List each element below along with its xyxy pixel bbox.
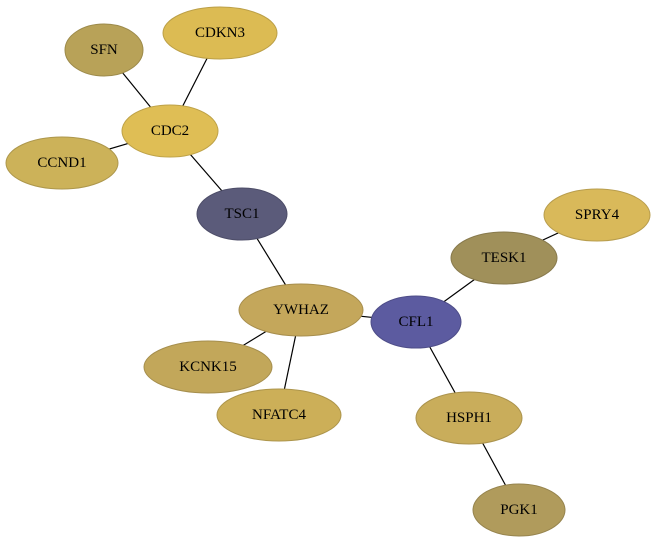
node-tesk1[interactable]: TESK1 bbox=[450, 231, 558, 285]
node-shape bbox=[143, 340, 273, 394]
node-cfl1[interactable]: CFL1 bbox=[370, 295, 462, 349]
node-label: CDC2 bbox=[151, 123, 189, 139]
node-shape bbox=[162, 6, 278, 60]
node-tsc1[interactable]: TSC1 bbox=[196, 187, 288, 241]
node-shape bbox=[121, 104, 219, 158]
node-label: SPRY4 bbox=[575, 207, 620, 223]
node-sfn[interactable]: SFN bbox=[64, 23, 144, 77]
node-shape bbox=[5, 136, 119, 190]
node-label: TSC1 bbox=[224, 206, 259, 222]
node-label: KCNK15 bbox=[179, 359, 237, 375]
node-label: CDKN3 bbox=[195, 25, 245, 41]
node-spry4[interactable]: SPRY4 bbox=[543, 188, 651, 242]
node-label: NFATC4 bbox=[252, 407, 306, 423]
node-shape bbox=[196, 187, 288, 241]
node-label: CFL1 bbox=[398, 314, 433, 330]
node-ccnd1[interactable]: CCND1 bbox=[5, 136, 119, 190]
node-label: YWHAZ bbox=[273, 302, 329, 318]
node-shape bbox=[450, 231, 558, 285]
node-cdc2[interactable]: CDC2 bbox=[121, 104, 219, 158]
node-shape bbox=[238, 283, 364, 337]
node-shape bbox=[370, 295, 462, 349]
node-shape bbox=[472, 483, 566, 537]
node-label: TESK1 bbox=[482, 250, 527, 266]
node-shape bbox=[216, 388, 342, 442]
node-label: CCND1 bbox=[37, 155, 86, 171]
node-kcnk15[interactable]: KCNK15 bbox=[143, 340, 273, 394]
node-label: HSPH1 bbox=[446, 410, 492, 426]
node-hsph1[interactable]: HSPH1 bbox=[415, 391, 523, 445]
node-shape bbox=[64, 23, 144, 77]
node-shape bbox=[543, 188, 651, 242]
node-label: SFN bbox=[90, 42, 118, 58]
node-cdkn3[interactable]: CDKN3 bbox=[162, 6, 278, 60]
node-nfatc4[interactable]: NFATC4 bbox=[216, 388, 342, 442]
node-shape bbox=[415, 391, 523, 445]
node-ywhaz[interactable]: YWHAZ bbox=[238, 283, 364, 337]
node-pgk1[interactable]: PGK1 bbox=[472, 483, 566, 537]
node-label: PGK1 bbox=[500, 502, 538, 518]
